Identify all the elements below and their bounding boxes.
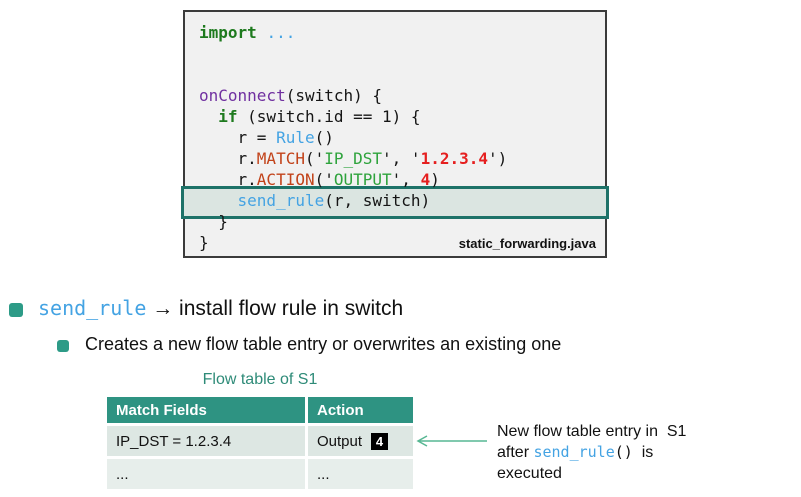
table-cell-match: ... bbox=[107, 459, 305, 489]
annotation-text: after bbox=[497, 444, 534, 461]
code-line: import ... bbox=[199, 23, 296, 42]
flow-table: Match Fields Action IP_DST = 1.2.3.4 Out… bbox=[107, 397, 413, 489]
inline-code: send_rule bbox=[38, 296, 147, 320]
bullet-1: send_rule → install flow rule in switch bbox=[38, 296, 403, 321]
column-header-action: Action bbox=[308, 397, 413, 423]
bullet-icon bbox=[9, 303, 23, 317]
code-line: r.MATCH('IP_DST', '1.2.3.4') bbox=[199, 149, 508, 168]
inline-code: send_rule bbox=[533, 443, 615, 461]
port-number-badge: 4 bbox=[371, 432, 389, 450]
annotation-line-2: after send_rule() is bbox=[497, 442, 797, 463]
left-arrow-icon bbox=[416, 435, 487, 447]
bullet-icon bbox=[57, 340, 69, 352]
table-cell-action: ... bbox=[308, 459, 413, 489]
flow-table-title: Flow table of S1 bbox=[202, 371, 318, 388]
highlight-box bbox=[181, 186, 609, 219]
code-line bbox=[199, 43, 599, 64]
table-cell-match: IP_DST = 1.2.3.4 bbox=[107, 426, 305, 456]
code-line: onConnect(switch) { bbox=[199, 86, 383, 105]
annotation-line-3: executed bbox=[497, 465, 562, 482]
code-filename: static_forwarding.java bbox=[458, 236, 596, 251]
code-line: r.ACTION('OUTPUT', 4) bbox=[199, 170, 440, 189]
table-cell-action: Output 4 bbox=[308, 426, 413, 456]
bullet-2: Creates a new flow table entry or overwr… bbox=[85, 334, 561, 355]
bullet-2-text: Creates a new flow table entry or overwr… bbox=[85, 334, 562, 354]
code-line: } bbox=[199, 212, 228, 231]
column-header-match-fields: Match Fields bbox=[107, 397, 305, 423]
annotation: New flow table entry in S1 after send_ru… bbox=[497, 421, 797, 484]
annotation-line-1: New flow table entry in S1 bbox=[497, 423, 687, 440]
code-line bbox=[199, 64, 599, 85]
code-line: send_rule(r, switch) bbox=[237, 191, 431, 210]
code-line: r = Rule() bbox=[199, 128, 334, 147]
bullet-1-text: → install flow rule in switch bbox=[146, 297, 404, 320]
code-line: } bbox=[199, 233, 209, 252]
action-label: Output bbox=[317, 432, 363, 450]
code-editor-box: import ... onConnect(switch) { if (switc… bbox=[181, 10, 609, 258]
inline-code-paren: () bbox=[614, 443, 633, 461]
annotation-text: is bbox=[632, 444, 654, 461]
code-block: import ... onConnect(switch) { if (switc… bbox=[199, 22, 599, 253]
code-line: if (switch.id == 1) { bbox=[218, 107, 421, 126]
